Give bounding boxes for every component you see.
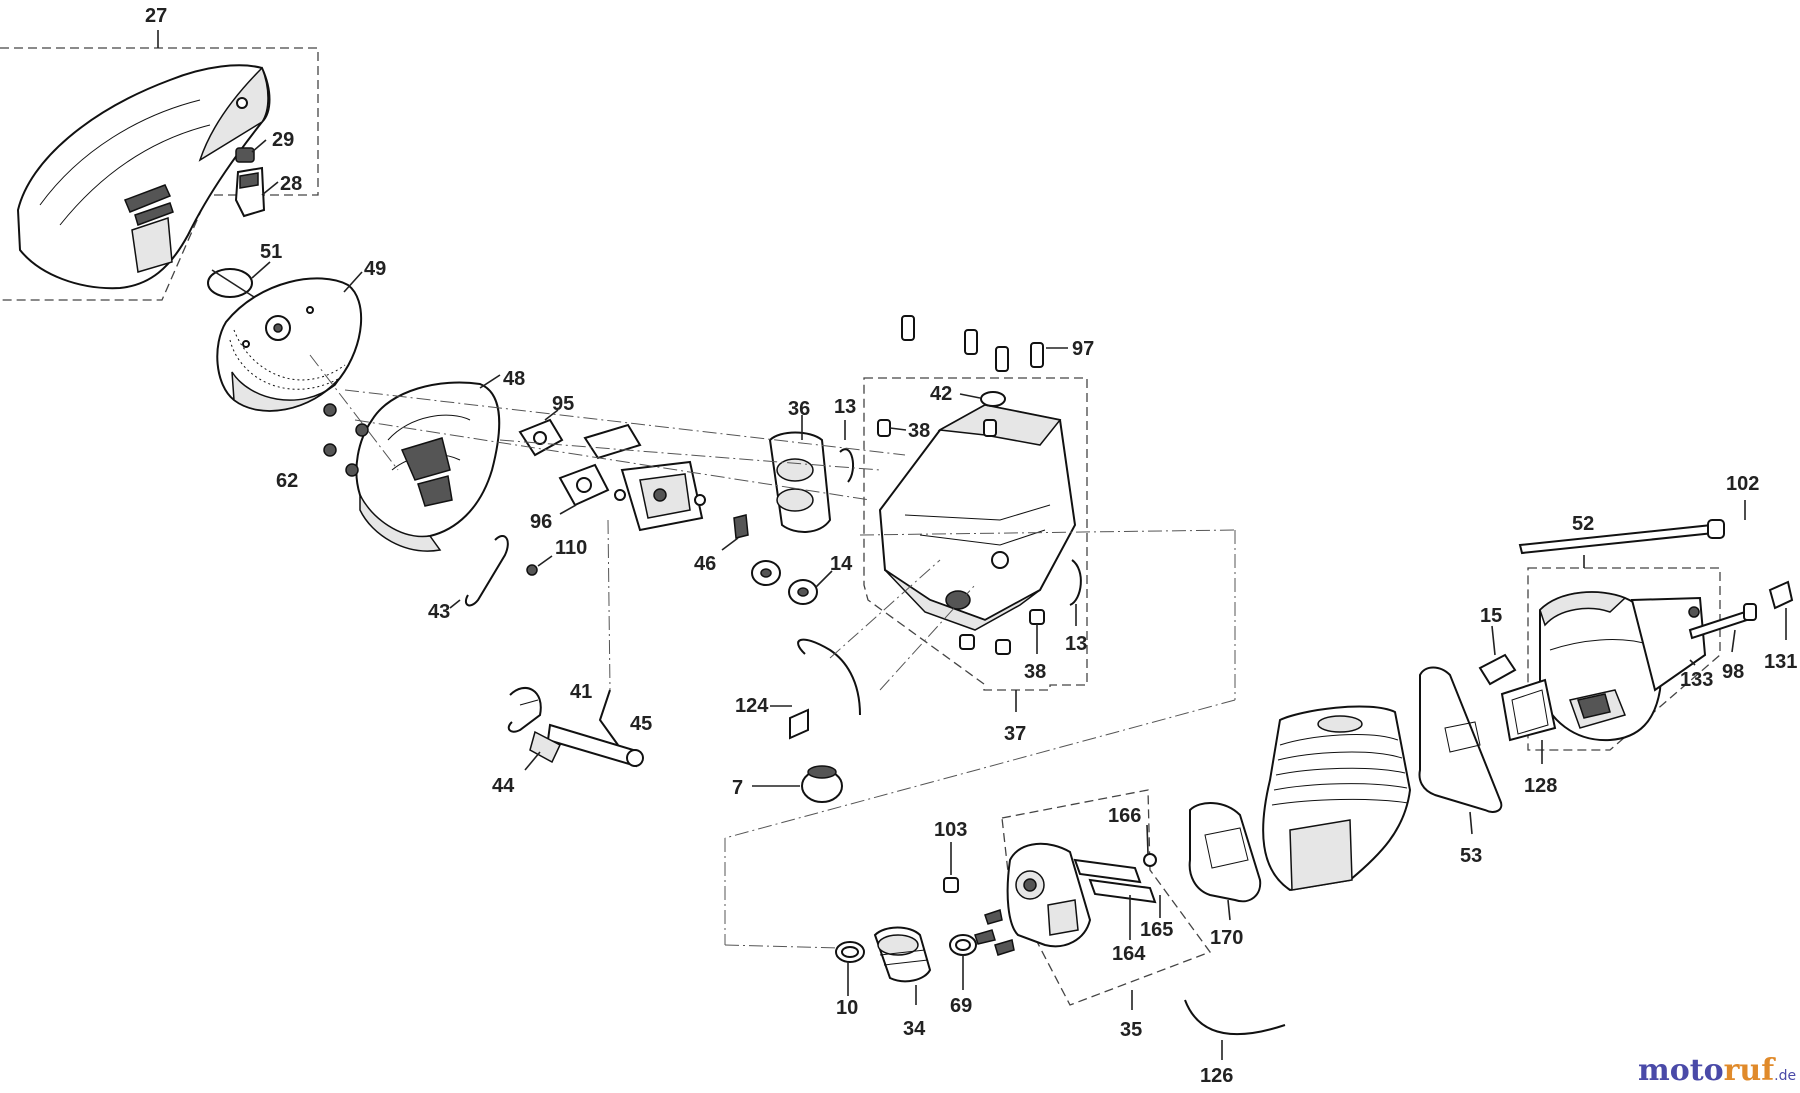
part-34-worm-gear <box>873 926 932 1005</box>
label-13-upper: 13 <box>834 396 856 418</box>
label-165: 165 <box>1140 919 1173 941</box>
label-49: 49 <box>364 258 386 280</box>
part-126-hose <box>1184 999 1286 1060</box>
part-170-gasket <box>1188 802 1262 921</box>
label-102: 102 <box>1726 473 1759 495</box>
label-38-lower: 38 <box>1024 661 1046 683</box>
label-124: 124 <box>735 695 769 717</box>
part-15-spacer <box>1478 625 1517 686</box>
label-166: 166 <box>1108 805 1141 827</box>
label-44: 44 <box>492 775 515 797</box>
label-7: 7 <box>732 777 743 799</box>
part-103-screw <box>943 842 959 893</box>
housing-group-box <box>863 377 1088 712</box>
label-69: 69 <box>950 995 972 1017</box>
label-35: 35 <box>1120 1019 1142 1041</box>
part-110-screw <box>526 555 553 576</box>
label-128: 128 <box>1524 775 1557 797</box>
cylinder-part <box>1262 705 1412 892</box>
part-96-gasket <box>558 463 610 515</box>
part-51-cap <box>207 261 271 298</box>
part-42-plug <box>959 391 1006 407</box>
watermark-logo: motoruf.de <box>1638 1053 1796 1088</box>
part-46-clip <box>721 514 749 551</box>
label-96: 96 <box>530 511 552 533</box>
svg-text:motoruf.de: motoruf.de <box>1638 1053 1796 1088</box>
part-10-circlip <box>835 941 865 996</box>
part-28-bracket <box>234 166 279 218</box>
label-13-lower: 13 <box>1065 633 1087 655</box>
label-97: 97 <box>1072 338 1094 360</box>
label-45: 45 <box>630 713 652 735</box>
label-14: 14 <box>830 553 853 575</box>
watermark-moto: moto <box>1638 1053 1724 1088</box>
label-133: 133 <box>1680 669 1713 691</box>
part-35-oil-pump <box>974 842 1092 956</box>
part-45-rod <box>598 689 619 746</box>
part-38-screws-upper <box>877 419 997 437</box>
label-51: 51 <box>260 241 282 263</box>
part-53-gasket <box>1418 666 1503 835</box>
label-98: 98 <box>1722 661 1744 683</box>
part-98-screw <box>1688 603 1757 653</box>
label-48: 48 <box>503 368 525 390</box>
part-37-crankcase <box>878 403 1077 631</box>
label-62: 62 <box>276 470 298 492</box>
part-133-heat-shield <box>1630 596 1707 692</box>
part-43-link <box>449 535 509 609</box>
label-43: 43 <box>428 601 450 623</box>
part-131-nut <box>1768 580 1794 640</box>
carburettor-part <box>583 423 706 532</box>
part-48-filter-housing <box>323 374 501 552</box>
watermark-ruf: ruf <box>1724 1053 1777 1088</box>
label-34: 34 <box>903 1018 926 1040</box>
part-124-hose <box>770 638 861 740</box>
label-27: 27 <box>145 5 167 27</box>
label-164: 164 <box>1112 943 1146 965</box>
label-53: 53 <box>1460 845 1482 867</box>
label-103: 103 <box>934 819 967 841</box>
label-15: 15 <box>1480 605 1502 627</box>
label-126: 126 <box>1200 1065 1233 1087</box>
top-cover-part <box>16 64 271 290</box>
label-46: 46 <box>694 553 716 575</box>
part-165-164-plates <box>1073 858 1161 940</box>
label-36: 36 <box>788 398 810 420</box>
callout-labels: 27 29 28 51 49 48 95 36 13 42 97 38 62 9… <box>145 5 1797 1087</box>
part-36-intake <box>768 415 832 533</box>
part-29-plug <box>235 139 267 163</box>
part-13-clip-upper <box>839 420 855 483</box>
label-42: 42 <box>930 383 952 405</box>
part-38-screws-lower <box>959 609 1045 655</box>
part-97-screws <box>901 315 1068 372</box>
label-10: 10 <box>836 997 858 1019</box>
label-170: 170 <box>1210 927 1243 949</box>
label-52: 52 <box>1572 513 1594 535</box>
alignment-lines <box>309 354 1236 949</box>
part-49-air-filter <box>216 271 363 412</box>
label-38-upper: 38 <box>908 420 930 442</box>
part-95-gasket <box>518 409 564 457</box>
part-69-ring <box>949 934 977 990</box>
part-166-pin <box>1143 824 1157 867</box>
part-41-spring <box>507 686 542 733</box>
label-29: 29 <box>272 129 294 151</box>
label-37: 37 <box>1004 723 1026 745</box>
label-95: 95 <box>552 393 574 415</box>
label-110: 110 <box>555 537 587 559</box>
part-14-buffers <box>751 560 833 605</box>
watermark-de: .de <box>1774 1068 1796 1084</box>
part-13-clip-lower <box>1069 559 1082 626</box>
part-102-bolt <box>1518 500 1746 555</box>
part-44-throttle-shaft <box>524 723 644 771</box>
part-52-muffler <box>1539 591 1662 742</box>
label-28: 28 <box>280 173 302 195</box>
label-41: 41 <box>570 681 592 703</box>
part-7-primer-bulb <box>752 765 843 803</box>
label-131: 131 <box>1764 651 1797 673</box>
part-128-gasket <box>1500 678 1557 764</box>
